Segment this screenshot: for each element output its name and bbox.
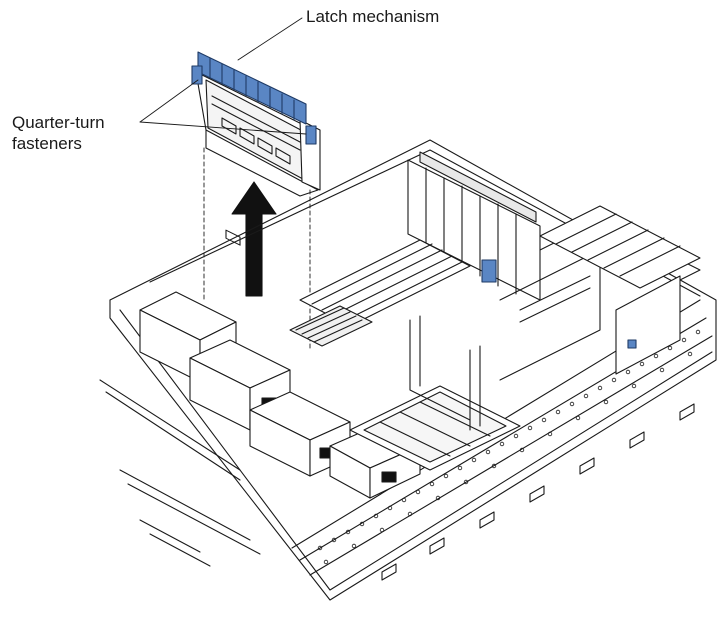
callout-latch-mechanism: Latch mechanism (306, 7, 440, 26)
up-arrow-icon (231, 181, 277, 297)
latch-mechanism (197, 51, 307, 125)
pci-slot-cage (407, 151, 541, 301)
fan-modules (139, 291, 421, 499)
memory-dimm-area (289, 239, 471, 347)
chassis-cutouts (381, 403, 695, 581)
callout-leaders (139, 17, 307, 135)
perforation-holes (317, 329, 701, 565)
callout-quarter-turn-fasteners: Quarter-turn fasteners (12, 112, 105, 154)
server-chassis (99, 139, 717, 601)
riser-card-assembly (195, 71, 321, 246)
quarter-turn-fastener-right (305, 125, 317, 145)
quarter-turn-fastener-left (191, 65, 203, 85)
power-supply-cage (539, 205, 701, 375)
callout-quarter-turn-line2: fasteners (12, 134, 82, 153)
callout-quarter-turn-line1: Quarter-turn (12, 113, 105, 132)
